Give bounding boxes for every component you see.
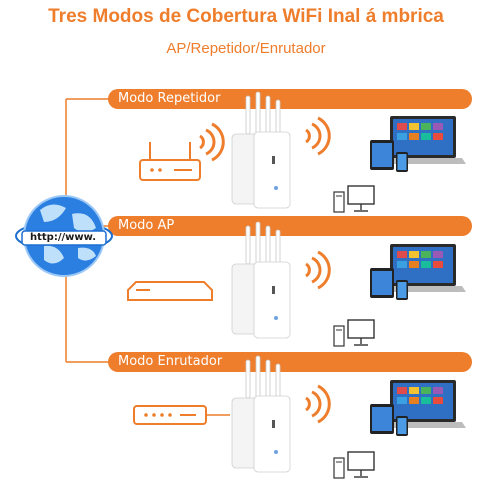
switch-icon bbox=[127, 281, 213, 301]
wifi-waves-icon bbox=[304, 250, 331, 290]
wifi-waves-icon bbox=[304, 384, 331, 424]
globe-url-label: http://www. bbox=[30, 232, 97, 243]
mode-label-repeater: Modo Repetidor bbox=[118, 91, 221, 106]
mode-label-router: Modo Enrutador bbox=[118, 354, 223, 369]
mode-band-repeater bbox=[108, 89, 472, 109]
section-frame-repeater bbox=[466, 99, 472, 209]
router-icon bbox=[139, 142, 201, 181]
laptop-tablet-phone-icon bbox=[370, 116, 466, 172]
mode-label-ap: Modo AP bbox=[118, 218, 175, 233]
repeater-device bbox=[231, 221, 291, 339]
desktop-pc-icon bbox=[333, 319, 375, 347]
repeater-device bbox=[231, 355, 291, 473]
laptop-tablet-phone-icon bbox=[370, 380, 466, 436]
mode-band-ap bbox=[108, 216, 472, 236]
mode-band-router bbox=[108, 352, 472, 372]
globe-icon bbox=[15, 195, 113, 277]
modem-icon bbox=[133, 405, 207, 425]
desktop-pc-icon bbox=[333, 185, 375, 213]
repeater-device bbox=[231, 91, 291, 209]
wifi-waves-icon bbox=[304, 116, 331, 156]
laptop-tablet-phone-icon bbox=[370, 244, 466, 300]
page-subtitle: AP/Repetidor/Enrutador bbox=[166, 40, 326, 57]
wifi-waves-icon bbox=[198, 122, 225, 162]
desktop-pc-icon bbox=[333, 451, 375, 479]
page-title: Tres Modos de Cobertura WiFi Inal á mbri… bbox=[48, 6, 444, 27]
